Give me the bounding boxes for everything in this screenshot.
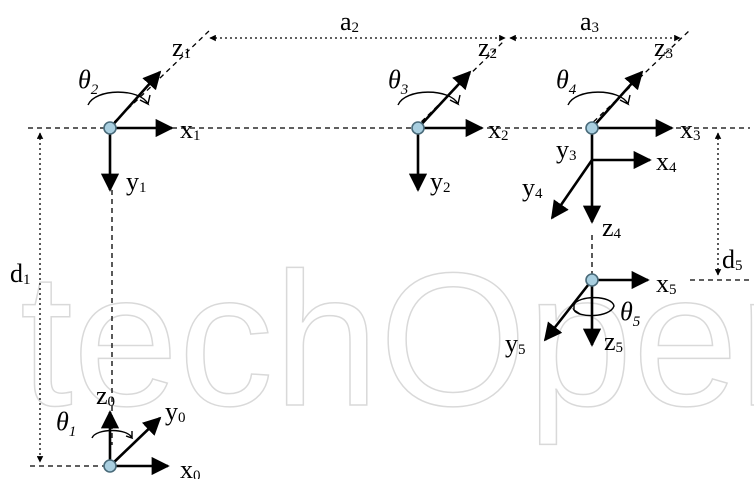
theta3-rotation-icon bbox=[397, 91, 461, 106]
x2-label-subscript: 2 bbox=[501, 128, 509, 144]
theta1-rotation-icon bbox=[91, 429, 134, 440]
a2-label-subscript: 2 bbox=[352, 20, 360, 36]
y4-label: y4 bbox=[522, 173, 543, 202]
z3-label-subscript: 3 bbox=[666, 46, 674, 62]
z3-axis-arrow bbox=[591, 70, 644, 129]
z4-label: z4 bbox=[602, 213, 622, 242]
x0-label-subscript: 0 bbox=[193, 468, 201, 479]
z2-label-subscript: 2 bbox=[490, 46, 498, 62]
x5-label-subscript: 5 bbox=[669, 282, 677, 298]
x4-label: x4 bbox=[656, 147, 677, 176]
joint-frame3 bbox=[585, 121, 599, 135]
x3-label-subscript: 3 bbox=[693, 128, 701, 144]
y2-label-subscript: 2 bbox=[443, 180, 451, 196]
theta1-label-subscript: 1 bbox=[69, 424, 77, 440]
z1-label: z1 bbox=[172, 33, 191, 62]
watermark-text: techOpen bbox=[20, 234, 754, 446]
x1-label: x1 bbox=[180, 115, 201, 144]
theta4-label: θ4 bbox=[556, 65, 577, 98]
y3-label-subscript: 3 bbox=[569, 148, 577, 164]
x4-label-subscript: 4 bbox=[669, 160, 677, 176]
y4-label-subscript: 4 bbox=[535, 186, 543, 202]
z1-extension bbox=[107, 29, 211, 129]
y1-label-subscript: 1 bbox=[139, 180, 147, 196]
y2-label: y2 bbox=[430, 167, 451, 196]
x2-label: x2 bbox=[488, 115, 509, 144]
z1-axis-arrow bbox=[109, 70, 162, 129]
theta2-label-subscript: 2 bbox=[91, 82, 99, 98]
joint-frame1 bbox=[103, 121, 117, 135]
x1-label-subscript: 1 bbox=[193, 128, 201, 144]
y4-axis-arrow bbox=[550, 159, 594, 220]
a2-label: a2 bbox=[340, 7, 359, 36]
theta3-label: θ3 bbox=[388, 65, 408, 98]
z2-label: z2 bbox=[478, 33, 497, 62]
y1-label: y1 bbox=[126, 167, 147, 196]
z3-extension bbox=[586, 29, 691, 129]
z0-label-subscript: 0 bbox=[108, 394, 116, 410]
theta3-label-subscript: 3 bbox=[400, 82, 409, 98]
z1-label-subscript: 1 bbox=[184, 46, 192, 62]
joint-frame5 bbox=[585, 273, 599, 287]
z5-label-subscript: 5 bbox=[616, 340, 624, 356]
a3-label: a3 bbox=[580, 7, 599, 36]
x0-label: x0 bbox=[180, 455, 201, 479]
theta4-label-subscript: 4 bbox=[569, 82, 577, 98]
d5-label-subscript: 5 bbox=[735, 258, 743, 274]
a3-label-subscript: 3 bbox=[592, 20, 600, 36]
theta2-rotation-icon bbox=[87, 91, 151, 106]
z2-axis-arrow bbox=[417, 70, 472, 129]
y5-label-subscript: 5 bbox=[518, 342, 526, 358]
y5-axis-arrow bbox=[543, 279, 594, 342]
z4-label-subscript: 4 bbox=[614, 226, 622, 242]
y3-label: y3 bbox=[556, 135, 577, 164]
theta4-rotation-icon bbox=[567, 91, 631, 106]
joint-frame2 bbox=[411, 121, 425, 135]
y0-axis-arrow bbox=[109, 416, 162, 467]
theta5-label-subscript: 5 bbox=[633, 314, 641, 330]
joint-frame0 bbox=[103, 459, 117, 473]
theta5-rotation-icon bbox=[572, 296, 615, 317]
theta2-label: θ2 bbox=[78, 65, 99, 98]
d1-label-subscript: 1 bbox=[23, 272, 31, 288]
y0-label-subscript: 0 bbox=[178, 410, 186, 426]
x3-label: x3 bbox=[680, 115, 701, 144]
